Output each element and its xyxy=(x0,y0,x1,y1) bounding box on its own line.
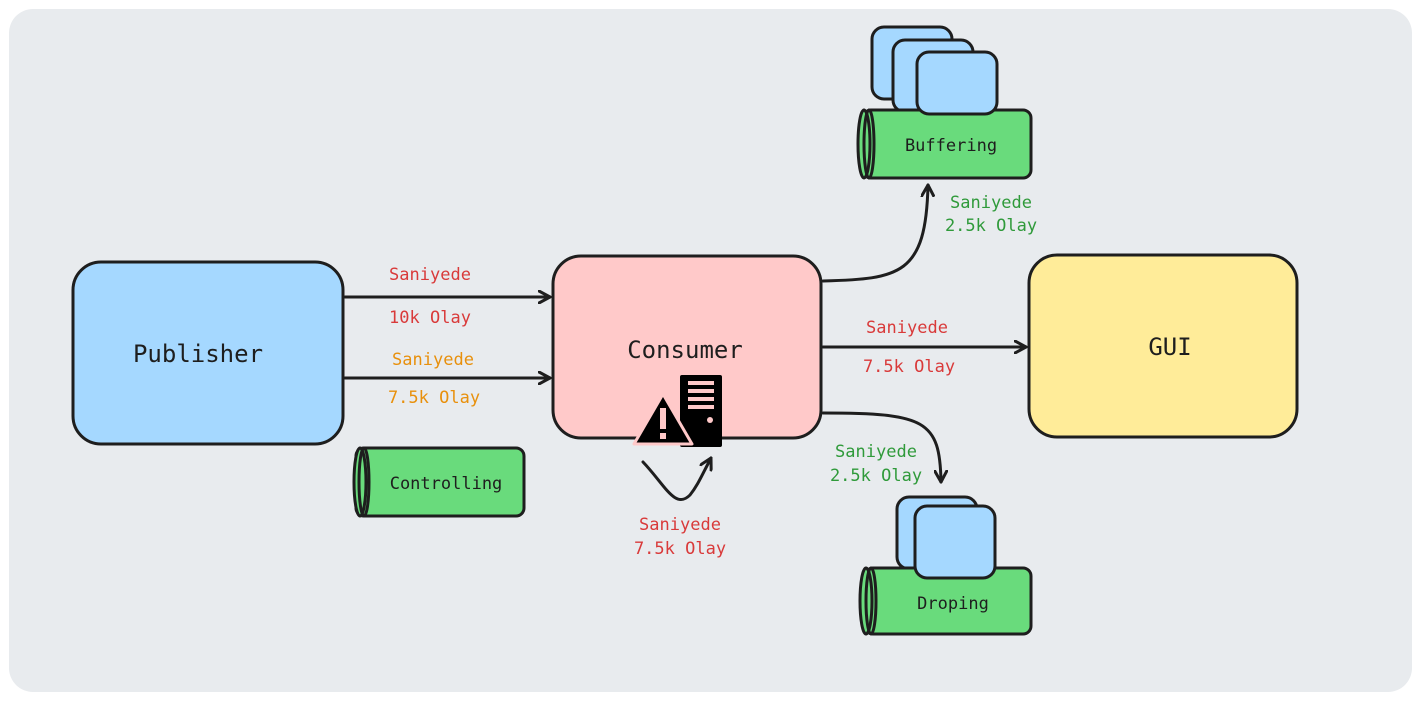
svg-text:2.5k Olay: 2.5k Olay xyxy=(945,216,1037,236)
svg-text:Saniyede: Saniyede xyxy=(639,515,721,535)
publisher-label: Publisher xyxy=(133,340,263,368)
svg-text:Saniyede: Saniyede xyxy=(392,350,474,370)
gui-node[interactable]: GUI xyxy=(1027,253,1299,439)
svg-text:Saniyede: Saniyede xyxy=(950,193,1032,213)
server-warning-icon xyxy=(632,375,722,447)
label-consumer-to-gui: Saniyede 7.5k Olay xyxy=(863,318,955,377)
buffering-node[interactable]: Buffering xyxy=(856,25,1033,180)
label-consumer-to-buffering: Saniyede 2.5k Olay xyxy=(945,193,1037,236)
arrow-consumer-self-loop xyxy=(641,456,711,502)
arrow-consumer-to-buffering xyxy=(821,183,928,283)
droping-node[interactable]: Droping xyxy=(858,495,1033,636)
svg-text:2.5k Olay: 2.5k Olay xyxy=(830,466,922,486)
publisher-node[interactable]: Publisher xyxy=(71,260,345,446)
svg-text:Saniyede: Saniyede xyxy=(835,442,917,462)
svg-text:Saniyede: Saniyede xyxy=(866,318,948,338)
svg-text:10k Olay: 10k Olay xyxy=(389,308,471,328)
label-pub-to-consumer-2: Saniyede 7.5k Olay xyxy=(388,350,480,408)
consumer-label: Consumer xyxy=(627,336,743,364)
consumer-node[interactable]: Consumer xyxy=(551,254,823,447)
controlling-node[interactable]: Controlling xyxy=(352,446,526,518)
buffering-label: Buffering xyxy=(905,136,997,156)
label-consumer-self: Saniyede 7.5k Olay xyxy=(634,515,726,559)
gui-label: GUI xyxy=(1148,333,1191,361)
svg-text:7.5k Olay: 7.5k Olay xyxy=(634,539,726,559)
arrow-consumer-to-droping xyxy=(821,411,941,484)
controlling-label: Controlling xyxy=(390,474,503,494)
label-pub-to-consumer-1: Saniyede 10k Olay xyxy=(389,265,471,328)
svg-text:7.5k Olay: 7.5k Olay xyxy=(388,388,480,408)
svg-text:7.5k Olay: 7.5k Olay xyxy=(863,357,955,377)
label-consumer-to-droping: Saniyede 2.5k Olay xyxy=(830,442,922,486)
svg-text:Saniyede: Saniyede xyxy=(389,265,471,285)
droping-label: Droping xyxy=(917,594,989,614)
